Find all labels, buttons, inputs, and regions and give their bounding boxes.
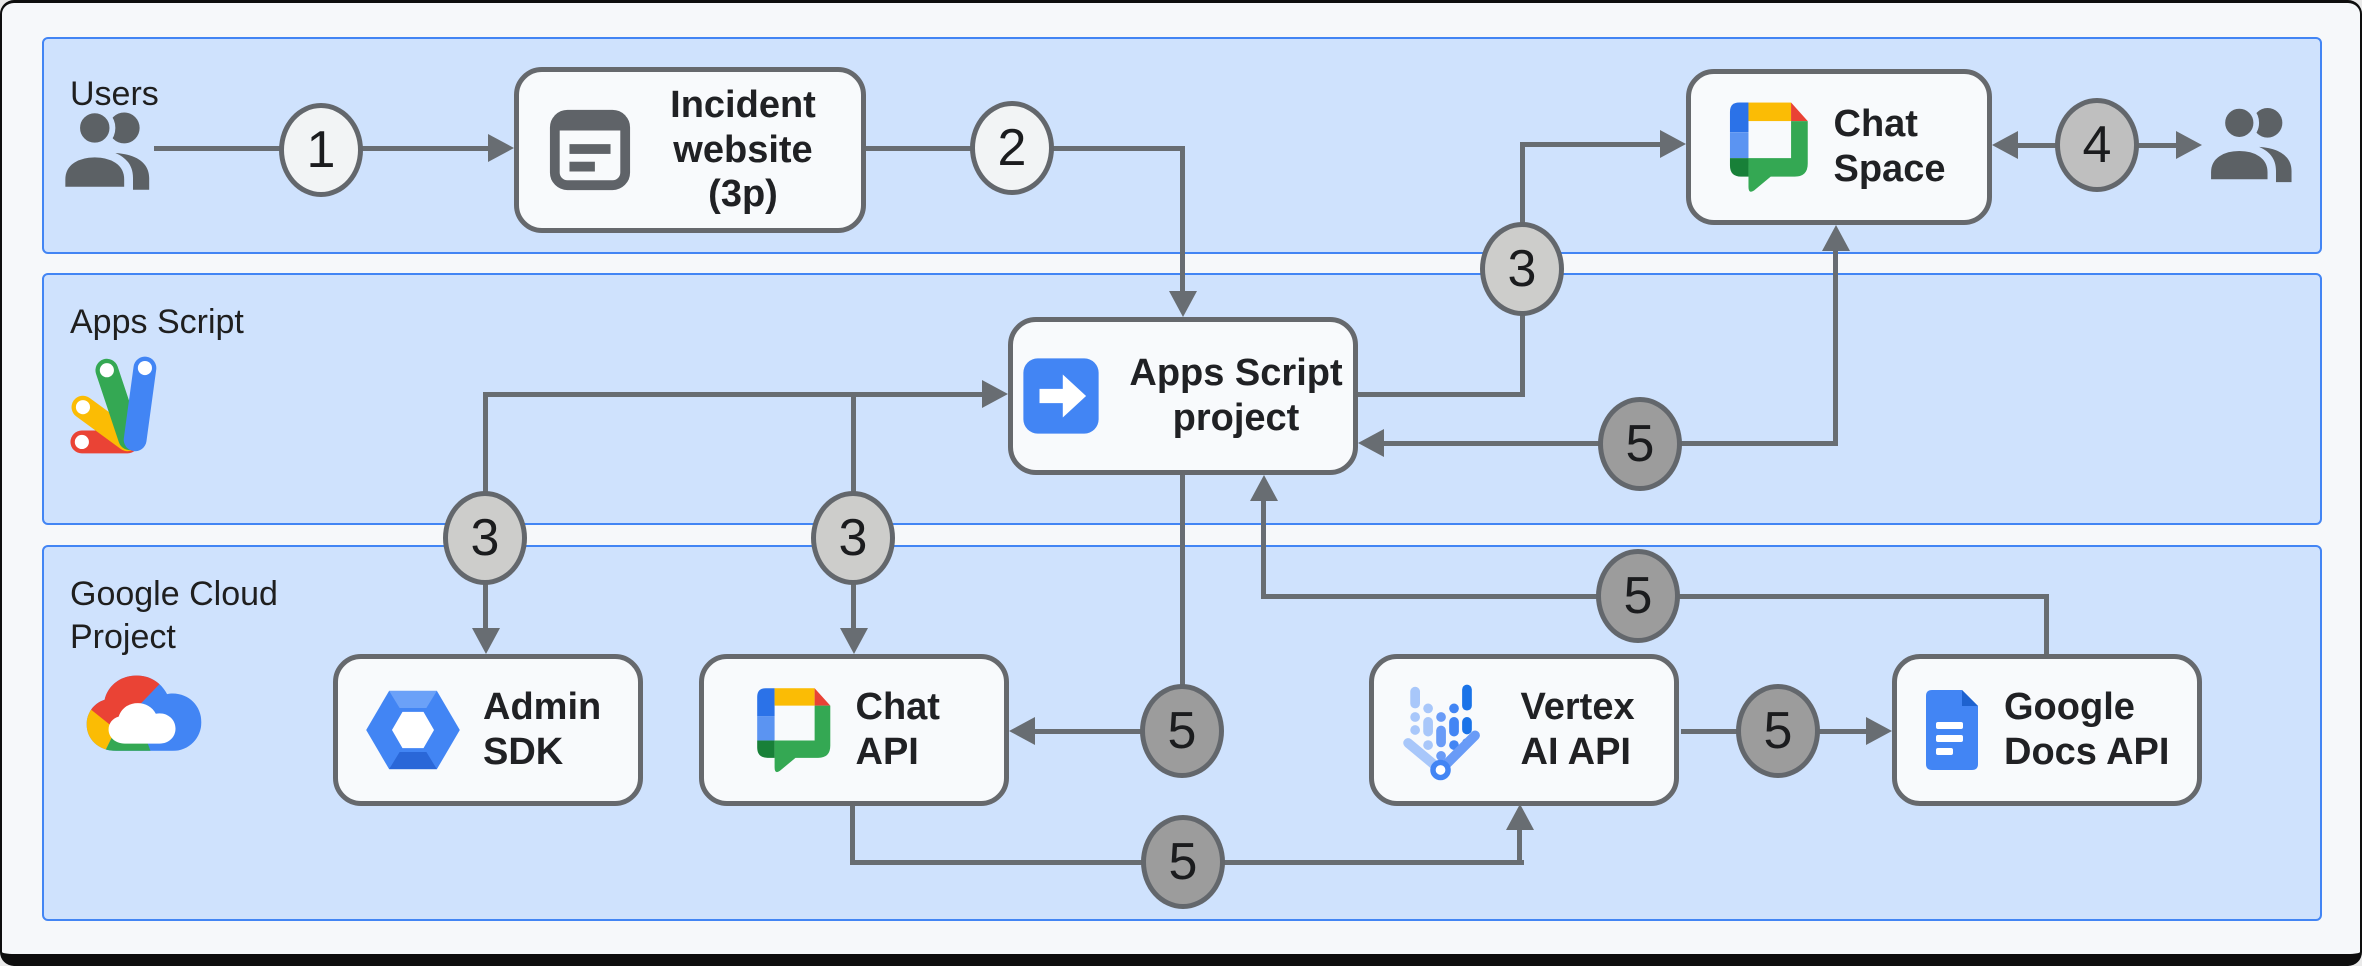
node-label: Google Docs API: [2004, 686, 2170, 773]
arrowhead-into-project-left: [982, 380, 1008, 408]
connector-docs-to-project-v1: [2044, 594, 2049, 654]
node-chat-api: Chat API: [699, 654, 1009, 806]
users-icon: [2204, 103, 2300, 190]
arrowhead-into-project-right: [1358, 429, 1384, 457]
connector-incident-to-project-v: [1180, 146, 1185, 293]
node-label: Admin SDK: [483, 686, 602, 773]
step-marker-5-chatapi-vertex: 5: [1141, 815, 1225, 909]
arrowhead-into-chatspace-bottom: [1822, 225, 1850, 251]
connector-chatspace-project-v: [1833, 249, 1838, 446]
node-incident-website: Incident website (3p): [514, 67, 866, 233]
step-marker-2: 2: [970, 101, 1054, 195]
connector-three-left-h: [483, 392, 984, 397]
step-marker-5-vertex-docs: 5: [1736, 684, 1820, 778]
node-google-docs-api: Google Docs API: [1892, 654, 2202, 806]
node-label: Chat API: [855, 686, 940, 773]
arrowhead-into-chatspace-right: [1992, 131, 2018, 159]
step-marker-3-chat-space: 3: [1480, 222, 1564, 316]
step-marker-5-project-chatapi: 5: [1140, 684, 1224, 778]
node-label: Chat Space: [1833, 103, 1946, 190]
connector-chatapi-to-vertex-v1: [850, 806, 855, 865]
step-marker-5-docs-project: 5: [1596, 549, 1680, 643]
article-icon: [547, 107, 633, 193]
arrowhead-into-incident: [488, 134, 514, 162]
connector-project-to-chatspace-h2: [1520, 142, 1662, 147]
arrowhead-into-project-top: [1169, 291, 1197, 317]
connector-project-to-chatspace-h1: [1358, 392, 1525, 397]
connector-project-to-chatapi-h: [1035, 729, 1185, 734]
step-marker-3-chat-api: 3: [811, 491, 895, 585]
users-icon: [58, 107, 158, 198]
arrowhead-into-project-bottom: [1250, 475, 1278, 501]
apps-script-logo: [66, 355, 176, 460]
connector-chatapi-to-vertex-v2: [1517, 830, 1522, 865]
arrowhead-into-users: [2176, 131, 2202, 159]
node-chat-space: Chat Space: [1686, 69, 1992, 225]
google-cloud-logo: [82, 671, 206, 766]
google-docs-icon: [1920, 687, 1984, 773]
node-vertex-ai-api: Vertex AI API: [1369, 654, 1679, 806]
arrowhead-into-docs-left: [1866, 717, 1892, 745]
band-label-users: Users: [70, 75, 159, 113]
step-marker-5-chatspace-project: 5: [1598, 397, 1682, 491]
step-marker-4: 4: [2055, 98, 2139, 192]
connector-docs-to-project-v2: [1261, 499, 1266, 599]
step-marker-3-admin-sdk: 3: [443, 491, 527, 585]
band-label-google-cloud-project: Google Cloud Project: [70, 575, 278, 656]
vertex-ai-icon: [1393, 676, 1501, 784]
apps-script-project-icon: [1018, 353, 1104, 439]
band-label-apps-script: Apps Script: [70, 303, 244, 341]
google-chat-icon: [1720, 97, 1814, 197]
arrowhead-into-admin-sdk: [472, 628, 500, 654]
step-marker-1: 1: [279, 103, 363, 197]
google-chat-icon: [748, 683, 836, 777]
node-label: Apps Script project: [1129, 352, 1343, 439]
admin-sdk-icon: [363, 687, 463, 773]
arrowhead-into-chatapi-right: [1009, 717, 1035, 745]
node-admin-sdk: Admin SDK: [333, 654, 643, 806]
node-label: Incident website (3p): [670, 83, 816, 216]
node-apps-script-project: Apps Script project: [1008, 317, 1358, 475]
arrowhead-into-chatspace-left: [1660, 130, 1686, 158]
arrowhead-into-chat-api: [840, 628, 868, 654]
arrowhead-into-vertex-bottom: [1506, 804, 1534, 830]
connector-project-to-chatapi-v: [1180, 475, 1185, 734]
node-label: Vertex AI API: [1520, 686, 1635, 773]
